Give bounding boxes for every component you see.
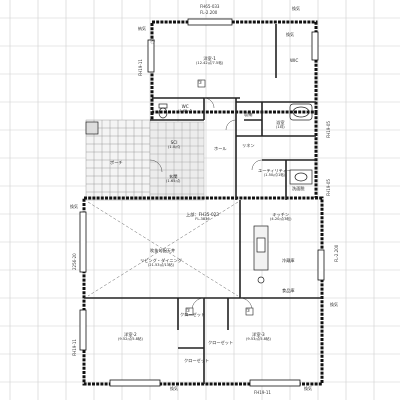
note-tl-b: 換気 (70, 204, 78, 209)
kitchen-counter (253, 225, 269, 284)
label-sci: SCI (1.0㎡) (168, 140, 180, 150)
room-name: リビング・ダイニング (140, 258, 182, 263)
room-name: 冷蔵庫 (282, 258, 295, 263)
entrance-tiles (149, 121, 205, 201)
ceiling-diagonals (87, 201, 239, 297)
room-name: WC (181, 104, 189, 109)
dim-left-3: FH19-11 (72, 339, 77, 356)
symbol-ref-a: ① (198, 80, 203, 86)
ref-markers (185, 79, 254, 316)
label-closet-3: クローゼット (208, 340, 233, 345)
room-area: (9.53㎡/5.8帖) (246, 337, 271, 341)
bathtub-icon (289, 103, 313, 121)
label-bedroom-3: 洋室-3 (9.53㎡/5.8帖) (246, 332, 271, 342)
dim-right-3: FL-2.200 (334, 244, 339, 262)
room-name: 浴室 (276, 120, 285, 125)
label-pantry: 食品庫 (282, 288, 295, 293)
dim-left-1: FH19-11 (138, 59, 143, 76)
symbol-ref-c: ① (246, 308, 251, 314)
note-mid-b: 換気 (330, 302, 338, 307)
room-name: SCI (170, 140, 178, 145)
room-area: (4.20㎡/3帖) (270, 217, 292, 221)
note-tl-a: 納気 (138, 26, 146, 31)
windows (79, 18, 325, 387)
room-area: (12.42㎡/7.5帖) (196, 61, 224, 65)
toilet-icon (158, 103, 168, 119)
room-name: クローゼット (208, 340, 234, 345)
room-area: (1.65㎡) (178, 109, 193, 113)
room-name: クローゼット (184, 358, 210, 363)
room-name: ホール (214, 146, 227, 151)
room-name: 洗面脱 (292, 186, 305, 191)
room-area: (1.0㎡) (168, 145, 181, 149)
room-area: (1.65㎡) (166, 179, 181, 183)
dim-right-1: FH19-05 (326, 121, 331, 138)
dim-left-2: 2256-20 (72, 253, 77, 270)
dim-bottom: FH19-11 (254, 390, 271, 395)
note-tr: 換気 (292, 6, 300, 11)
room-name: キッチン (272, 212, 290, 217)
label-ldk: リビング・ダイニング (21.53㎡/13帖) (140, 258, 182, 268)
label-linen: リネン (242, 143, 255, 148)
dim-right-2: FH19-05 (326, 179, 331, 196)
meter-box (85, 121, 99, 135)
note-br: 換気 (304, 386, 312, 391)
room-name: 上部：FH35-023 (186, 212, 219, 217)
room-name: リネン (242, 143, 255, 148)
label-washroom: 洗面脱 (292, 186, 305, 191)
label-ceiling: 吹抜勾配天井 (150, 248, 175, 253)
room-name: WIC (290, 58, 299, 63)
label-laundry: ユーティリティー (1.50㎡/1帖) (258, 168, 291, 178)
room-name: 食品庫 (282, 288, 295, 293)
label-hall: ホール (214, 146, 227, 151)
room-area: (1.50㎡/1帖) (263, 173, 286, 177)
room-area: (9.52㎡/5.8帖) (118, 337, 143, 341)
room-area: (21.53㎡/13帖) (147, 263, 174, 267)
washbasin-icon (289, 169, 313, 185)
room-name: 洋室-3 (252, 332, 265, 337)
room-name: クローゼット (180, 312, 206, 317)
room-name: ポーチ (110, 160, 123, 165)
label-closet-2: クローゼット (180, 312, 205, 317)
label-wic: WIC (290, 58, 298, 63)
label-wc: WC (1.65㎡) (178, 104, 192, 114)
interior-walls (84, 24, 322, 384)
note-mid-a: 換気 (286, 32, 294, 37)
room-area: FL-3836 (195, 217, 210, 221)
symbol-ref-b: ① (186, 308, 191, 314)
label-bedroom-1: 洋室-1 (12.42㎡/7.5帖) (196, 56, 223, 66)
room-name: 収納 (244, 112, 253, 117)
room-name: ユーティリティー (258, 168, 291, 173)
room-name: 吹抜勾配天井 (150, 248, 176, 253)
label-porch: ポーチ (110, 160, 123, 165)
label-fridge: 冷蔵庫 (282, 258, 295, 263)
symbol-floor-circle: Ⓕ (150, 39, 156, 45)
label-upper: 上部：FH35-023 FL-3836 (186, 212, 219, 222)
room-area: (1坪) (276, 125, 285, 129)
label-entrance: 玄関 (1.65㎡) (166, 174, 180, 184)
note-bl: 換気 (170, 386, 178, 391)
room-name: 洋室-1 (203, 56, 216, 61)
dim-top: FH65-033 (200, 4, 220, 9)
label-storage: 収納 (244, 112, 252, 117)
room-name: 玄関 (169, 174, 178, 179)
walls (82, 20, 324, 386)
room-name: 洋室-2 (124, 332, 137, 337)
label-bedroom-2: 洋室-2 (9.52㎡/5.8帖) (118, 332, 143, 342)
label-closet-4: クローゼット (184, 358, 209, 363)
dim-top-2: FL-2.200 (200, 10, 218, 15)
label-bath: 浴室 (1坪) (276, 120, 285, 130)
label-kitchen: キッチン (4.20㎡/3帖) (270, 212, 292, 222)
